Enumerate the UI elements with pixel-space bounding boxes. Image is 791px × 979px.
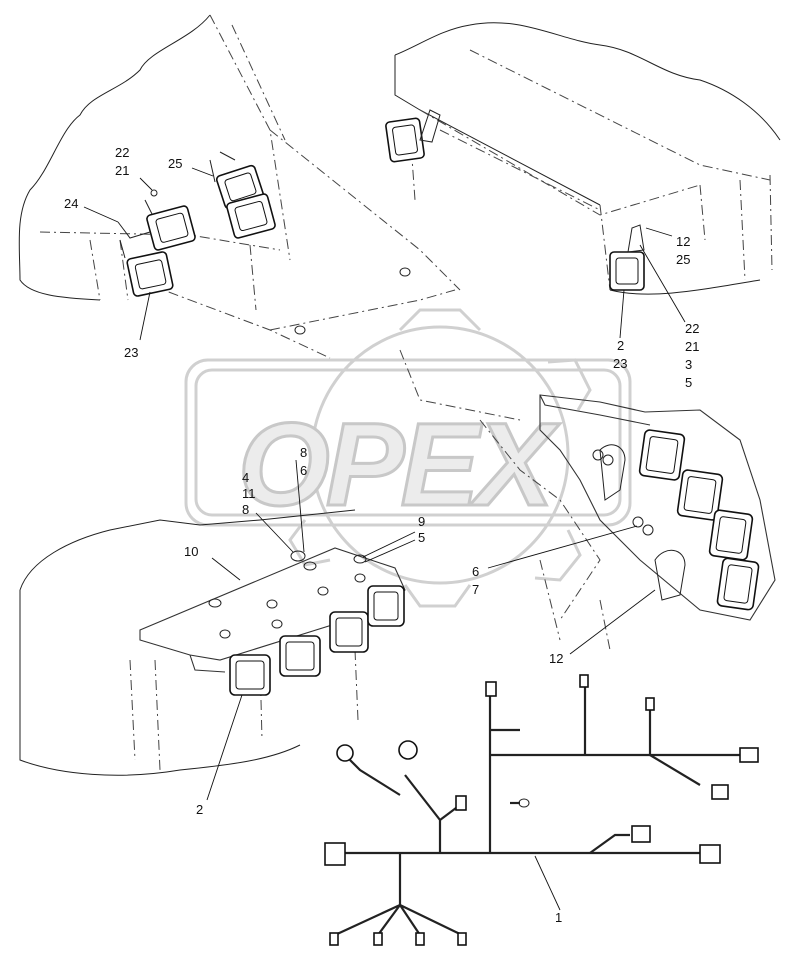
callout-22: 22 [115,145,129,160]
work-lamp-tl-2 [126,251,174,297]
wiring-harness: 1 [324,674,759,946]
callout-11: 11 [242,486,256,501]
callout-22: 22 [685,321,699,336]
callout-10: 10 [184,544,198,559]
callout-1: 1 [555,910,562,925]
front-lamp-3 [329,611,369,653]
callout-9: 9 [418,514,425,529]
work-lamp-tr-2 [609,251,645,291]
callout-25: 25 [676,252,690,267]
watermark-brand: OPEX [238,399,560,531]
callout-5: 5 [685,375,692,390]
callout-12-side: 12 [549,651,563,666]
callout-2: 2 [617,338,624,353]
callout-6: 6 [300,463,307,478]
watermark-gear [288,308,592,608]
callout-2-front: 2 [196,802,203,817]
callout-24: 24 [64,196,78,211]
front-lamp-1 [229,654,271,696]
callout-23: 23 [613,356,627,371]
work-lamp-tr-1 [385,117,425,163]
front-lamp-2 [279,635,321,677]
top-right-roof: 12 25 22 21 3 5 2 23 [385,22,781,390]
callout-8b: 8 [242,502,249,517]
callout-6-side: 6 [472,564,479,579]
callout-25: 25 [168,156,182,171]
connector-multi-pin [324,842,346,866]
side-lamp-1 [638,429,686,481]
callout-4: 4 [242,470,249,485]
callout-21: 21 [115,163,129,178]
callout-7: 7 [472,582,479,597]
side-lamp-4 [716,557,760,611]
callout-3: 3 [685,357,692,372]
callout-8: 8 [300,445,307,460]
callout-21: 21 [685,339,699,354]
work-lamp-tl-4 [226,193,276,239]
front-light-bar: 8 6 4 11 8 9 5 10 2 [19,445,425,817]
watermark-frame [184,358,632,527]
work-lamp-tl-1 [146,205,196,251]
side-light-bar: 6 7 12 [399,349,776,666]
front-lamp-4 [367,585,405,627]
callout-12: 12 [676,234,690,249]
callout-5: 5 [418,530,425,545]
side-lamp-2 [676,469,724,521]
watermark: OPEX [184,308,632,608]
callout-23: 23 [124,345,138,360]
top-left-cab: 22 21 25 24 23 [18,14,461,360]
side-lamp-3 [708,509,754,561]
